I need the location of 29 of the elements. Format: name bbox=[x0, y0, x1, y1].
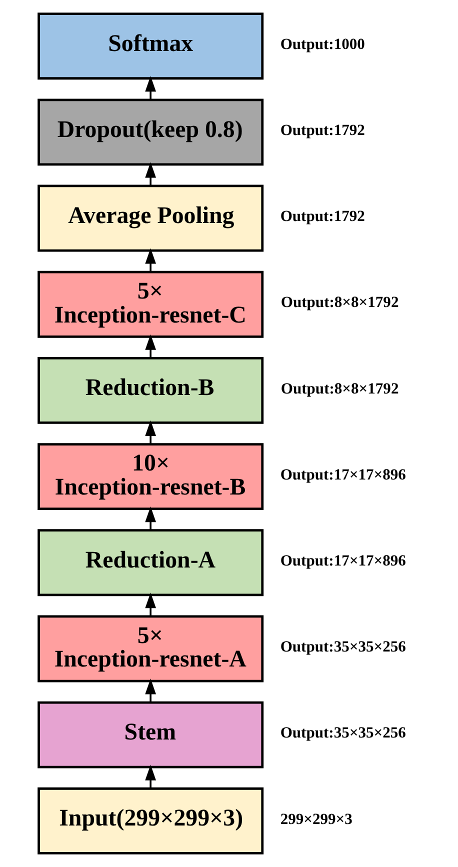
arrow bbox=[144, 506, 156, 530]
node-label: Output:35×35×256 bbox=[280, 638, 406, 656]
node-label: 299×299×3 bbox=[280, 810, 352, 828]
node-label: Output:8×8×1792 bbox=[280, 294, 398, 312]
node-label: Output:1792 bbox=[280, 208, 364, 226]
node-label: Output:1000 bbox=[280, 36, 364, 53]
node-label: Output:8×8×1792 bbox=[280, 380, 398, 398]
node-label: Output:17×17×896 bbox=[280, 466, 406, 484]
node-box: Input(299×299×3) bbox=[37, 787, 264, 854]
node-box: Reduction-A bbox=[37, 529, 264, 596]
arrow bbox=[144, 248, 156, 272]
node-box: 5× Inception-resnet-A bbox=[37, 615, 264, 682]
node-label: Output:35×35×256 bbox=[280, 724, 406, 742]
arrow bbox=[144, 334, 156, 358]
arrow bbox=[144, 420, 156, 444]
node-box: 5× Inception-resnet-C bbox=[37, 270, 264, 338]
arrow bbox=[144, 764, 156, 789]
node-box: Stem bbox=[37, 701, 264, 768]
node-label: Output:17×17×896 bbox=[280, 552, 406, 570]
node-label: Output:1792 bbox=[280, 122, 364, 140]
node-box: Reduction-B bbox=[37, 356, 264, 424]
node-box: Softmax bbox=[37, 12, 264, 80]
arrow bbox=[144, 76, 156, 100]
node-box: 10× Inception-resnet-B bbox=[37, 443, 264, 510]
arrow bbox=[144, 162, 156, 186]
arrow bbox=[144, 592, 156, 616]
node-box: Average Pooling bbox=[37, 184, 264, 252]
node-box: Dropout(keep 0.8) bbox=[37, 98, 264, 166]
arrow bbox=[144, 678, 156, 702]
